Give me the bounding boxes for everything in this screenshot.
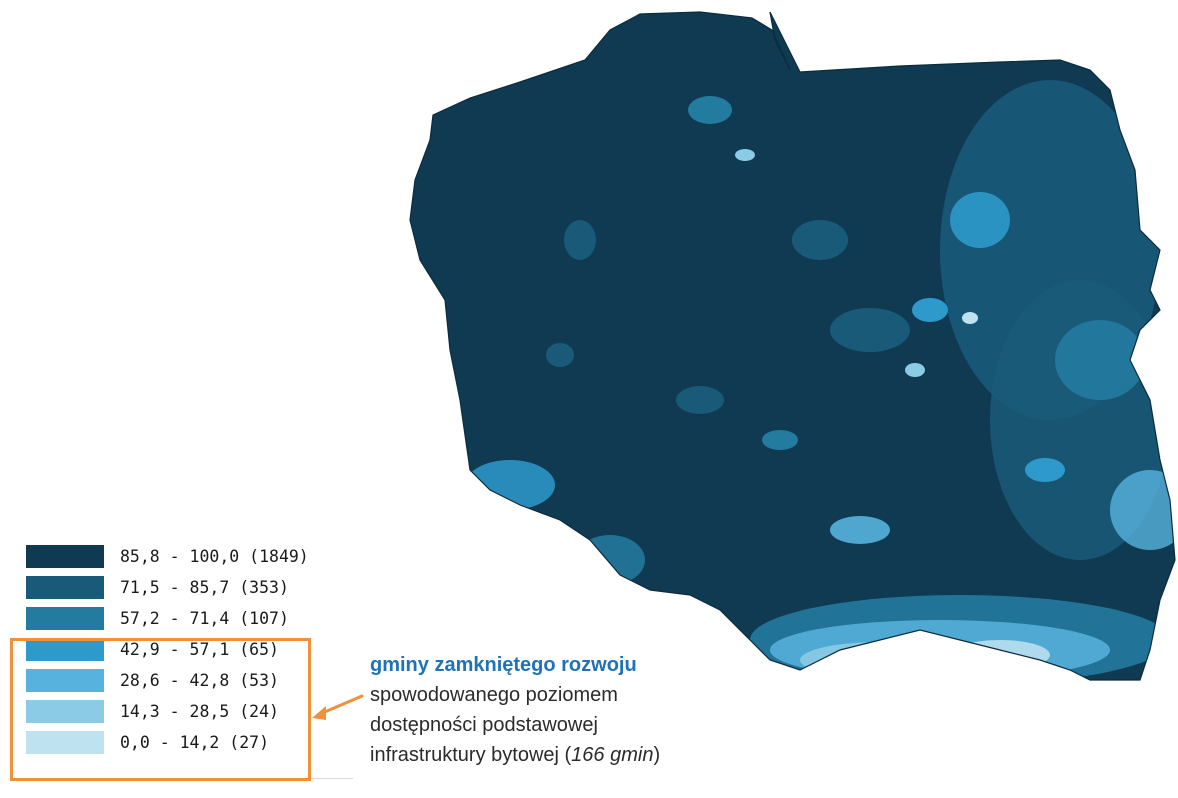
legend-item: 28,6 - 42,8 (53) (26, 665, 309, 696)
legend-item: 42,9 - 57,1 (65) (26, 634, 309, 665)
region-central-patch-7 (762, 430, 798, 450)
legend-swatch (26, 545, 104, 568)
region-central-patch-1 (792, 220, 848, 260)
legend-label: 71,5 - 85,7 (353) (120, 578, 289, 597)
region-southwest-42 (465, 460, 555, 510)
map-regions-layer (410, 12, 1175, 680)
legend-swatch (26, 607, 104, 630)
legend-label: 0,0 - 14,2 (27) (120, 733, 270, 752)
callout-text: gminy zamkniętego rozwoju spowodowanego … (370, 650, 790, 770)
callout-arrow-icon (312, 694, 364, 720)
legend-item: 0,0 - 14,2 (27) (26, 727, 309, 758)
region-central-patch-2 (830, 308, 910, 352)
legend-highlight-frame (10, 638, 311, 781)
region-central-patch-3 (912, 298, 948, 322)
legend-swatch (26, 638, 104, 661)
callout-line: spowodowanego poziomem (370, 684, 618, 706)
legend-label: 57,2 - 71,4 (107) (120, 609, 289, 628)
region-central-patch-6 (830, 516, 890, 544)
region-west-patch-1 (564, 220, 596, 260)
legend-label: 85,8 - 100,0 (1849) (120, 547, 309, 566)
region-north-patch-2 (735, 149, 755, 161)
callout-line: dostępności podstawowej (370, 714, 598, 736)
region-southwest-57 (575, 535, 645, 585)
map-legend: 85,8 - 100,0 (1849) 71,5 - 85,7 (353) 57… (26, 541, 309, 758)
region-south-14 (800, 642, 960, 678)
region-east-patch-1 (1025, 458, 1065, 482)
region-east-57 (1055, 320, 1145, 400)
legend-item: 85,8 - 100,0 (1849) (26, 541, 309, 572)
legend-swatch (26, 576, 104, 599)
divider (311, 778, 353, 779)
legend-label: 28,6 - 42,8 (53) (120, 671, 279, 690)
region-central-patch-5 (905, 363, 925, 377)
legend-label: 14,3 - 28,5 (24) (120, 702, 279, 721)
legend-swatch (26, 700, 104, 723)
region-south-0 (950, 640, 1050, 670)
legend-item: 71,5 - 85,7 (353) (26, 572, 309, 603)
callout-line-prefix: infrastruktury bytowej ( (370, 744, 572, 766)
callout-count: 166 gmin (571, 744, 654, 766)
region-west-patch-3 (676, 386, 724, 414)
legend-item: 14,3 - 28,5 (24) (26, 696, 309, 727)
legend-swatch (26, 669, 104, 692)
callout-line: infrastruktury bytowej (166 gmin) (370, 740, 790, 770)
region-central-patch-4 (962, 312, 978, 324)
legend-item: 57,2 - 71,4 (107) (26, 603, 309, 634)
region-east-42 (950, 192, 1010, 248)
region-west-patch-2 (546, 343, 574, 367)
callout-title: gminy zamkniętego rozwoju (370, 654, 637, 676)
region-north-patch-1 (688, 96, 732, 124)
callout-line-suffix: ) (653, 744, 661, 766)
legend-swatch (26, 731, 104, 754)
legend-label: 42,9 - 57,1 (65) (120, 640, 279, 659)
